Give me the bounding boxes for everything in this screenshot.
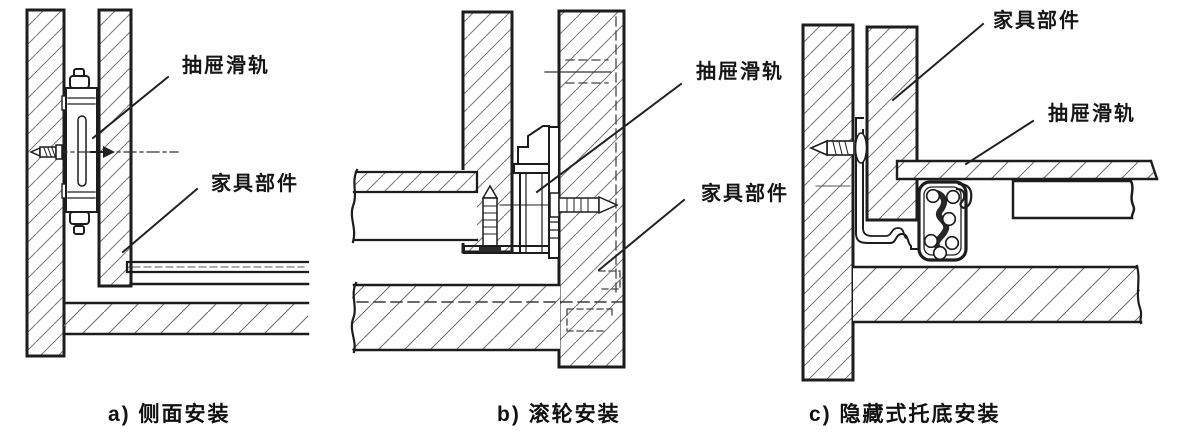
label-furniture-part-a: 家具部件 bbox=[211, 173, 299, 195]
panel-b-leader-slide bbox=[535, 82, 683, 194]
panel-a-drawing bbox=[25, 8, 310, 358]
panel-c-drawing bbox=[801, 22, 1159, 382]
panel-a-slide-assembly bbox=[61, 68, 98, 235]
panel-c-screw bbox=[809, 132, 868, 164]
panel-c-leader-slide bbox=[964, 119, 1035, 166]
panel-c-bracket-bend bbox=[854, 232, 920, 250]
label-drawer-slide-c: 抽屉滑轨 bbox=[1048, 103, 1136, 125]
label-furniture-part-b: 家具部件 bbox=[701, 183, 789, 205]
panel-a-leader-furniture bbox=[121, 187, 199, 254]
panel-b-left-bar bbox=[350, 168, 479, 244]
panel-c-leader-furniture bbox=[891, 22, 985, 102]
label-drawer-slide-b: 抽屉滑轨 bbox=[696, 61, 784, 83]
panel-b-right-panel bbox=[557, 9, 626, 369]
caption-side-mounting: a) 侧面安装 bbox=[108, 403, 231, 426]
panel-c-slide-capsule bbox=[917, 180, 973, 262]
panel-a-bottom-board bbox=[64, 303, 308, 334]
panel-c-shelf bbox=[895, 159, 1159, 181]
panel-a-drawer-bottom-rail bbox=[125, 260, 310, 274]
panel-a-cabinet-side bbox=[25, 8, 66, 358]
panel-a-screw-right bbox=[90, 146, 115, 158]
panel-b-drawing bbox=[350, 9, 686, 369]
panel-b-slide-assembly bbox=[463, 125, 619, 259]
panel-a-leader-slide bbox=[91, 75, 170, 140]
label-drawer-slide-a: 抽屉滑轨 bbox=[182, 55, 270, 77]
panel-c-drawer-side bbox=[1011, 179, 1136, 220]
caption-concealed-undermount: c) 隐藏式托底安装 bbox=[809, 403, 1001, 426]
caption-roller-mounting: b) 滚轮安装 bbox=[497, 403, 621, 426]
panel-b-bottom-board bbox=[350, 270, 623, 354]
panel-c-cabinet-side bbox=[801, 23, 855, 382]
panel-c-bottom-board bbox=[851, 264, 1143, 325]
panel-b-leader-furniture bbox=[597, 198, 686, 272]
panel-a-screw-left bbox=[29, 144, 63, 160]
label-furniture-part-c: 家具部件 bbox=[993, 10, 1081, 32]
panel-c-furniture-panel bbox=[865, 25, 919, 222]
